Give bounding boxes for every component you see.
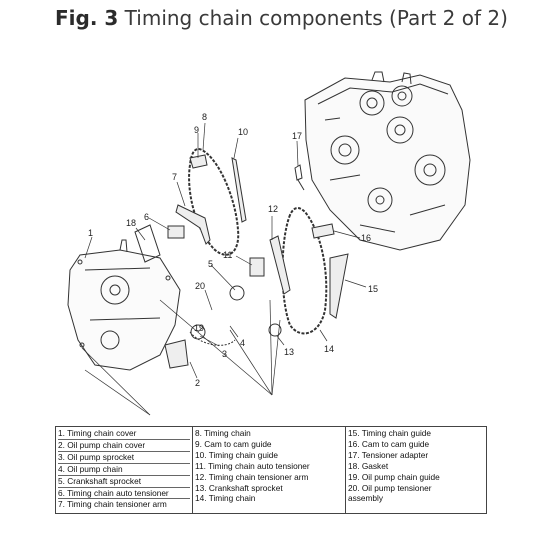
legend-item: 2. Oil pump chain cover [58, 440, 190, 452]
legend-item: 15. Timing chain guide [348, 428, 432, 438]
timing-chain-guide-15 [329, 253, 349, 319]
callout-15: 15 [368, 284, 378, 294]
callout-20: 20 [195, 281, 205, 291]
leader-lines [81, 122, 367, 416]
gasket-18 [134, 224, 161, 263]
legend-item: 18. Gasket [348, 460, 389, 471]
crankshaft-sprocket-13 [268, 323, 282, 337]
legend-item: 20. Oil pump tensioner [348, 482, 432, 493]
legend-item: 11. Timing chain auto tensioner [195, 460, 310, 471]
callout-13: 13 [284, 347, 294, 357]
crankshaft-sprocket-5 [229, 285, 245, 301]
callout-16: 16 [361, 233, 371, 243]
legend-column-2: 8. Timing chain 9. Cam to cam guide 10. … [193, 427, 346, 513]
callout-numbers: 1 2 3 4 5 6 7 8 9 10 11 12 13 14 15 16 1… [88, 112, 378, 388]
exploded-view-diagram: 1 2 3 4 5 6 7 8 9 10 11 12 13 14 15 16 1… [67, 71, 471, 416]
legend-item: assembly [348, 493, 384, 504]
callout-17: 17 [292, 131, 302, 141]
legend-column-3: 15. Timing chain guide 16. Cam to cam gu… [346, 427, 486, 513]
callout-10: 10 [238, 127, 248, 137]
callout-9: 9 [194, 125, 199, 135]
legend-item: 13. Crankshaft sprocket [195, 482, 283, 493]
cam-guide-9 [189, 154, 208, 169]
legend-item: 6. Timing chain auto tensioner [58, 488, 190, 500]
legend-item: 9. Cam to cam guide [195, 438, 272, 449]
callout-8: 8 [202, 112, 207, 122]
legend-item: 12. Timing chain tensioner arm [195, 471, 309, 482]
cam-guide-16 [311, 223, 335, 239]
tensioner-adapter-17 [294, 164, 305, 191]
callout-7: 7 [172, 172, 177, 182]
figure-caption: Timing chain components (Part 2 of 2) [124, 6, 508, 30]
timing-chain-cover-drawing [67, 239, 181, 371]
auto-tensioner-11 [249, 257, 265, 277]
auto-tensioner-6 [167, 225, 185, 239]
callout-2: 2 [195, 378, 200, 388]
legend-item: 17. Tensioner adapter [348, 449, 429, 460]
legend-column-1: 1. Timing chain cover 2. Oil pump chain … [56, 427, 193, 513]
timing-chain-guide-10 [231, 157, 247, 223]
callout-14: 14 [324, 344, 334, 354]
callout-11: 11 [223, 250, 232, 260]
legend-item: 7. Timing chain tensioner arm [58, 499, 167, 510]
callout-5: 5 [208, 259, 213, 269]
engine-block-drawing [304, 71, 471, 251]
timing-chain-loop-lower [281, 207, 328, 335]
callout-1: 1 [88, 228, 93, 238]
legend-item: 4. Oil pump chain [58, 464, 190, 476]
tensioner-arm-7 [175, 204, 211, 245]
tensioner-arm-12 [269, 235, 291, 295]
legend-item: 16. Cam to cam guide [348, 438, 430, 449]
legend-item: 14. Timing chain [195, 493, 256, 504]
callout-18: 18 [126, 218, 136, 228]
figure-title: Fig. 3 Timing chain components (Part 2 o… [55, 6, 508, 30]
oil-pump-chain-cover-2 [164, 339, 189, 369]
callout-12: 12 [268, 204, 278, 214]
parts-legend-table: 1. Timing chain cover 2. Oil pump chain … [55, 426, 487, 514]
legend-item: 1. Timing chain cover [58, 428, 190, 440]
legend-item: 8. Timing chain [195, 428, 251, 438]
legend-item: 19. Oil pump chain guide [348, 471, 440, 482]
callout-6: 6 [144, 212, 149, 222]
figure-label: Fig. 3 [55, 6, 119, 30]
legend-item: 5. Crankshaft sprocket [58, 476, 190, 488]
callout-3: 3 [222, 349, 227, 359]
callout-4: 4 [240, 338, 245, 348]
legend-item: 3. Oil pump sprocket [58, 452, 190, 464]
legend-item: 10. Timing chain guide [195, 449, 279, 460]
callout-19: 19 [194, 323, 204, 333]
